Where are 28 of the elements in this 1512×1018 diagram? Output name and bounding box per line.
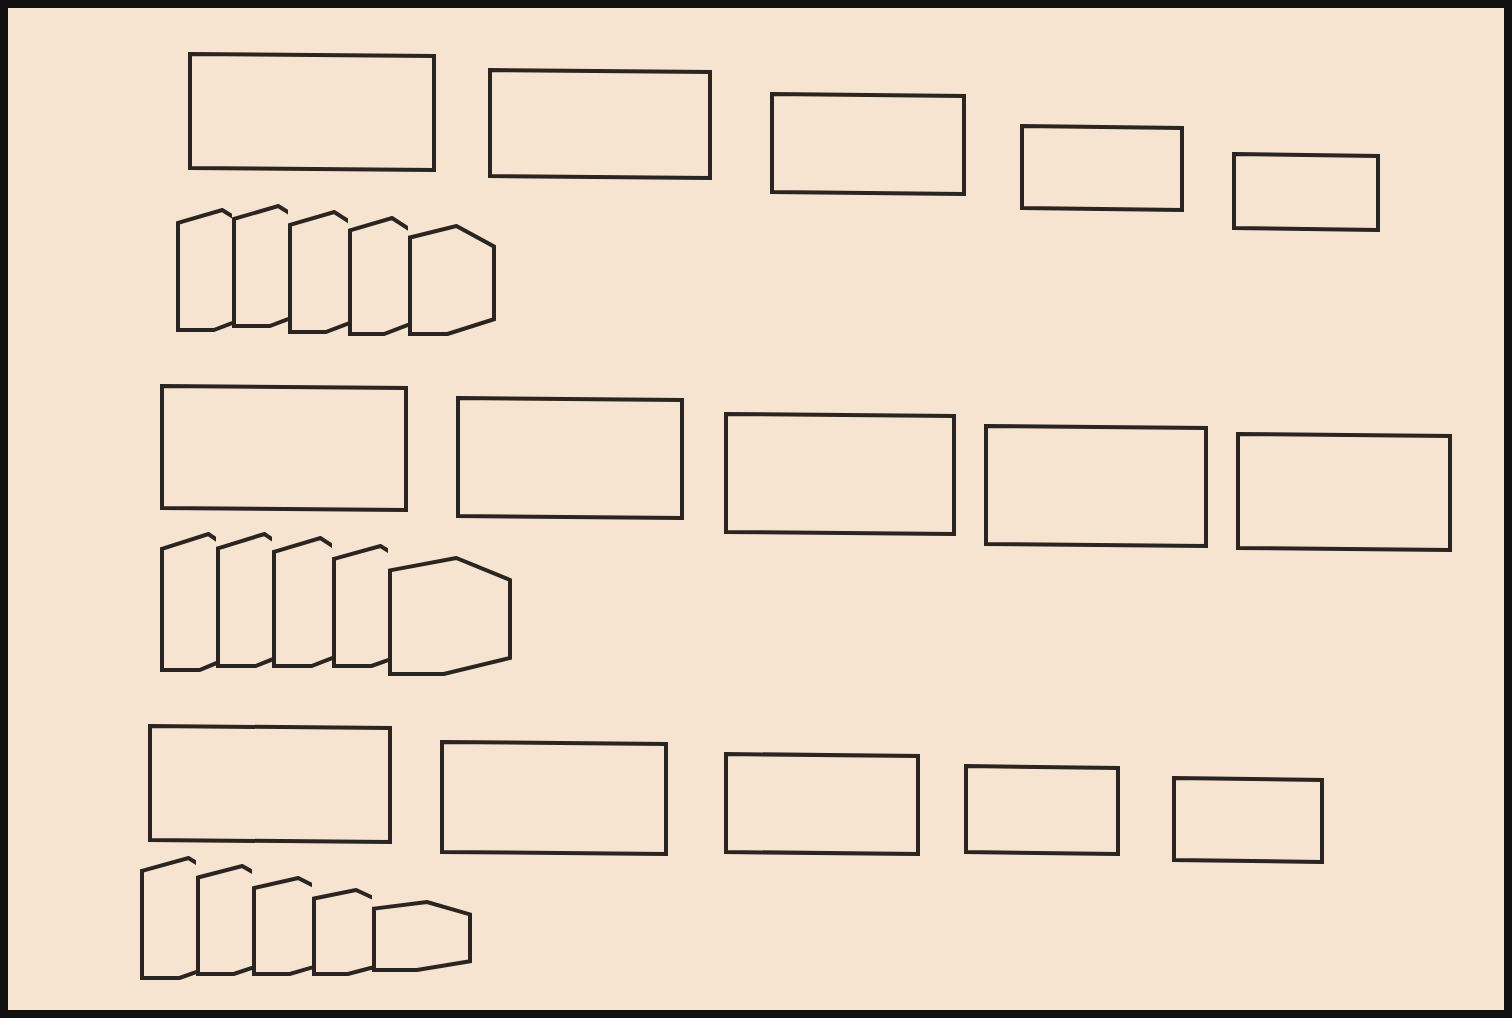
sketched-panel	[216, 532, 272, 668]
sketched-rectangle	[148, 724, 392, 844]
sketched-panel	[288, 210, 348, 334]
sketched-panel	[252, 876, 312, 976]
sketched-rectangle	[160, 384, 408, 512]
sketched-rectangle	[1172, 776, 1324, 864]
sketched-panel	[196, 864, 252, 976]
sketched-rectangle	[964, 764, 1120, 856]
sketched-panel	[372, 900, 472, 972]
sketched-panel	[232, 204, 288, 328]
sketched-panel	[140, 856, 196, 980]
sketched-rectangle	[724, 752, 920, 856]
sketched-rectangle	[984, 424, 1208, 548]
sketched-panel	[176, 208, 232, 332]
sketched-rectangle	[1232, 152, 1380, 232]
sketched-rectangle	[456, 396, 684, 520]
sketched-rectangle	[440, 740, 668, 856]
sketched-panel	[348, 216, 408, 336]
sketched-panel	[408, 224, 496, 336]
sketched-rectangle	[1020, 124, 1184, 212]
sketched-panel	[160, 532, 216, 672]
sketched-rectangle	[724, 412, 956, 536]
sketched-panel	[272, 536, 332, 668]
sketched-panel	[312, 888, 372, 976]
sketched-rectangle	[488, 68, 712, 180]
sketched-rectangle	[188, 52, 436, 172]
sketched-rectangle	[770, 92, 966, 196]
sketched-rectangle	[1236, 432, 1452, 552]
